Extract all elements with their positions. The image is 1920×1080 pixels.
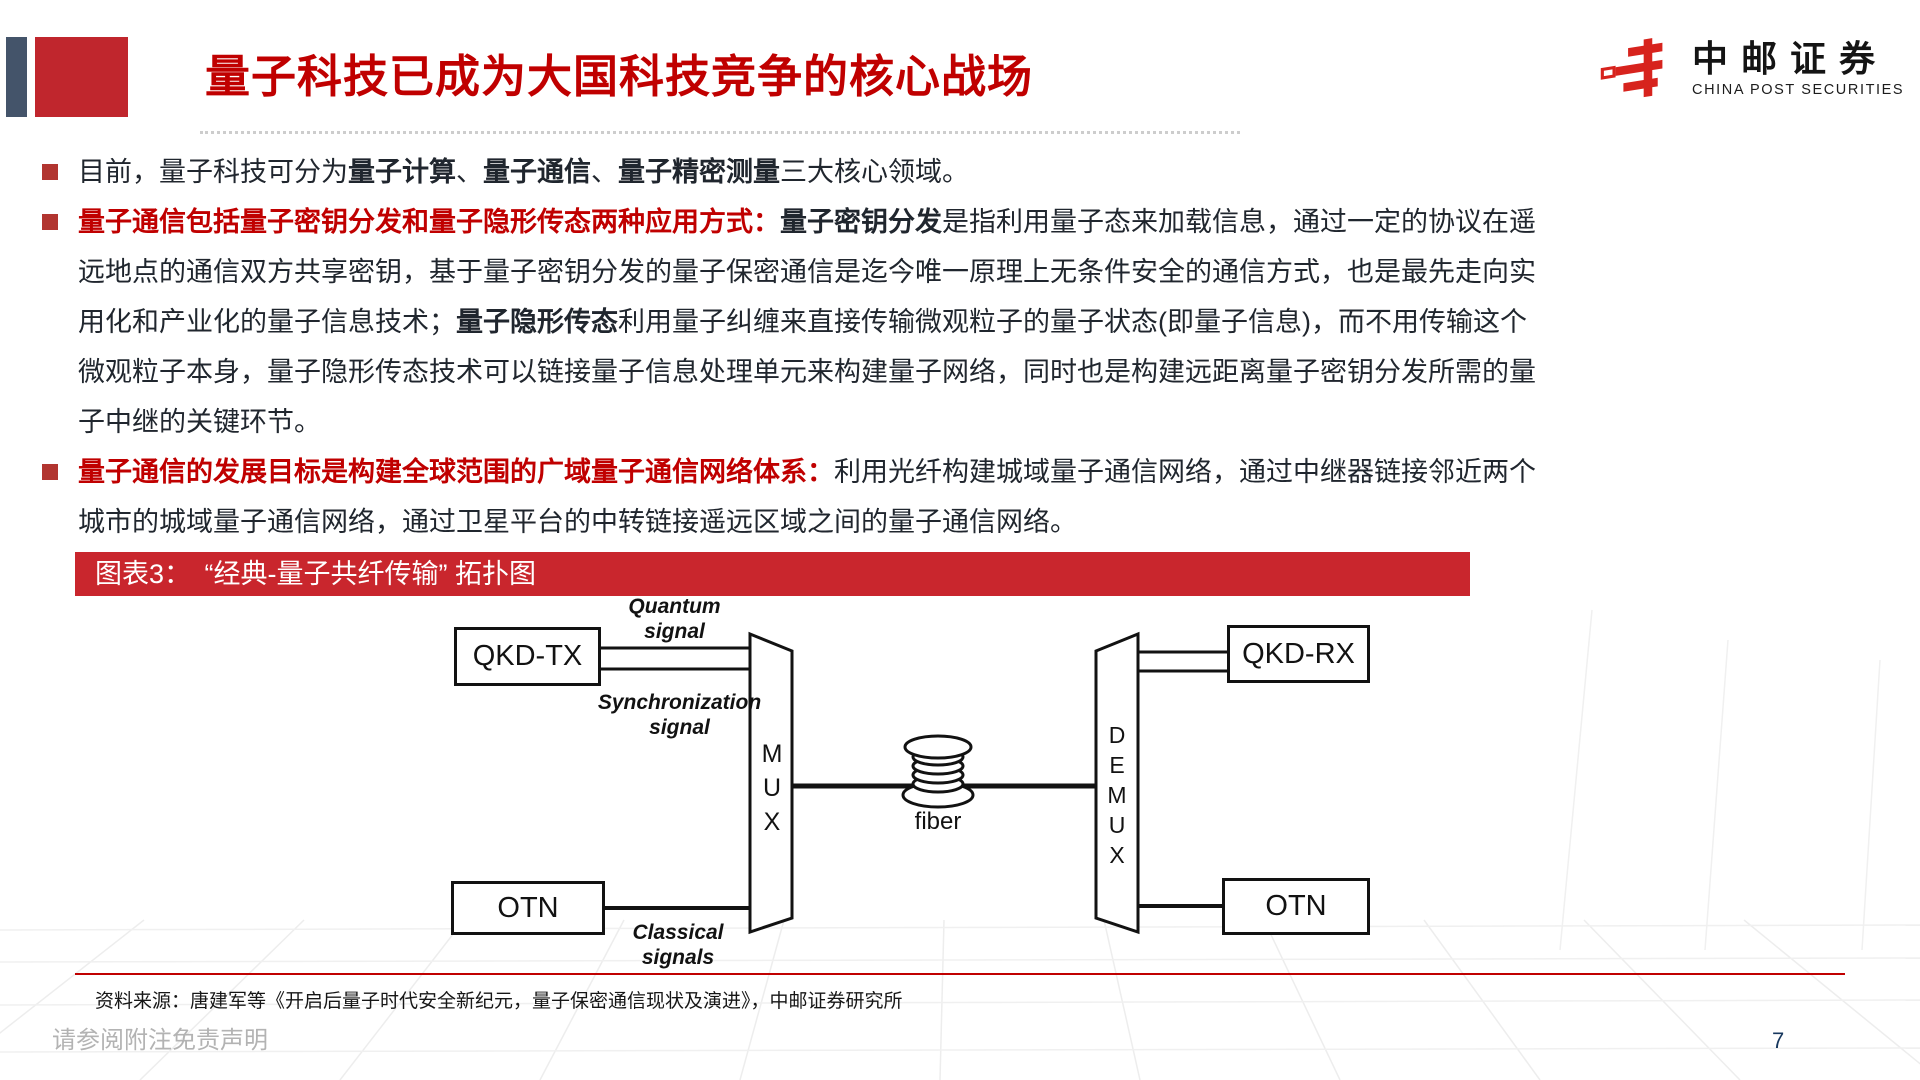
mux-shape <box>748 631 794 935</box>
text-segment: 是指利用量子态来加载信息，通过一定的协议在遥远地点的通信双方共享密钥，基于量子密… <box>78 207 1536 337</box>
text-segment: 量子通信的发展目标是构建全球范围的广域量子通信网络体系： <box>78 457 834 487</box>
footer-disclaimer: 请参阅附注免责声明 <box>52 1027 268 1054</box>
figure-caption: 图表3： “经典-量子共纤传输” 拓扑图 <box>95 559 536 589</box>
label-synchronization-signal: Synchronization signal <box>597 691 762 740</box>
node-otn-right: OTN <box>1222 878 1370 935</box>
fiber-spool-icon <box>901 734 975 809</box>
accent-bar-blue <box>6 37 27 117</box>
page-number: 7 <box>1772 1028 1785 1053</box>
node-demux-label: DEMUX <box>1104 722 1130 872</box>
node-qkd-tx: QKD-TX <box>454 627 601 686</box>
bullet-item-2: 量子通信包括量子密钥分发和量子隐形传态两种应用方式：量子密钥分发是指利用量子态来… <box>42 197 1547 447</box>
bullet-text-2: 量子通信包括量子密钥分发和量子隐形传态两种应用方式：量子密钥分发是指利用量子态来… <box>78 197 1545 447</box>
bullet-item-1: 目前，量子科技可分为量子计算、量子通信、量子精密测量三大核心领域。 <box>42 147 1547 197</box>
source-note: 资料来源：唐建军等《开启后量子时代安全新纪元，量子保密通信现状及演进》，中邮证券… <box>95 991 903 1012</box>
text-segment: 量子精密测量 <box>618 157 780 187</box>
source-divider <box>75 973 1845 975</box>
brand-text: 中邮证券 CHINA POST SECURITIES <box>1692 36 1904 98</box>
node-qkd-rx: QKD-RX <box>1227 625 1370 683</box>
accent-bar-red <box>35 37 128 117</box>
topology-diagram: QKD-TX QKD-RX OTN OTN MUX DEMUX Quantum … <box>380 590 1450 975</box>
figure-caption-banner: 图表3： “经典-量子共纤传输” 拓扑图 <box>75 552 1470 596</box>
china-post-logo-icon <box>1600 38 1663 98</box>
label-classical-signals: Classical signals <box>632 921 724 970</box>
text-segment: 量子通信 <box>483 157 591 187</box>
bullet-text-1: 目前，量子科技可分为量子计算、量子通信、量子精密测量三大核心领域。 <box>78 147 1545 197</box>
text-segment: 量子隐形传态 <box>456 307 618 337</box>
text-segment: 三大核心领域。 <box>780 157 969 187</box>
text-segment: 量子计算 <box>348 157 456 187</box>
text-segment: 、 <box>456 157 483 187</box>
page-title: 量子科技已成为大国科技竞争的核心战场 <box>205 51 1034 102</box>
diagram-lines <box>601 631 1227 935</box>
bullet-marker-icon <box>42 164 58 180</box>
label-quantum-signal: Quantum signal <box>628 595 721 644</box>
bullet-marker-icon <box>42 214 58 230</box>
title-underline <box>200 131 1240 134</box>
label-fiber: fiber <box>914 808 962 835</box>
text-segment: 利用光纤构建城域量子通信网络，通过中继器链接邻近两个城市的城域量子通信网络，通过… <box>78 457 1536 537</box>
brand-name-en: CHINA POST SECURITIES <box>1692 82 1905 98</box>
text-segment: 量子通信包括量子密钥分发和量子隐形传态两种应用方式： <box>78 207 780 237</box>
text-segment: 、 <box>591 157 618 187</box>
bullet-text-3: 量子通信的发展目标是构建全球范围的广域量子通信网络体系：利用光纤构建城域量子通信… <box>78 447 1545 547</box>
bullet-list: 目前，量子科技可分为量子计算、量子通信、量子精密测量三大核心领域。 量子通信包括… <box>42 147 1547 547</box>
node-otn-left: OTN <box>451 881 605 935</box>
text-segment: 目前，量子科技可分为 <box>78 157 348 187</box>
brand-logo: 中邮证券 CHINA POST SECURITIES <box>1600 36 1904 116</box>
bullet-marker-icon <box>42 464 58 480</box>
brand-name-cn: 中邮证券 <box>1692 38 1889 79</box>
text-segment: 利用量子纠缠来直接传输微观粒子的量子状态(即量子信息)，而不用传输这个微观粒子本… <box>78 307 1536 437</box>
demux-shape <box>1094 631 1140 935</box>
bullet-item-3: 量子通信的发展目标是构建全球范围的广域量子通信网络体系：利用光纤构建城域量子通信… <box>42 447 1547 547</box>
text-segment: 量子密钥分发 <box>780 207 942 237</box>
node-mux-label: MUX <box>758 740 786 842</box>
